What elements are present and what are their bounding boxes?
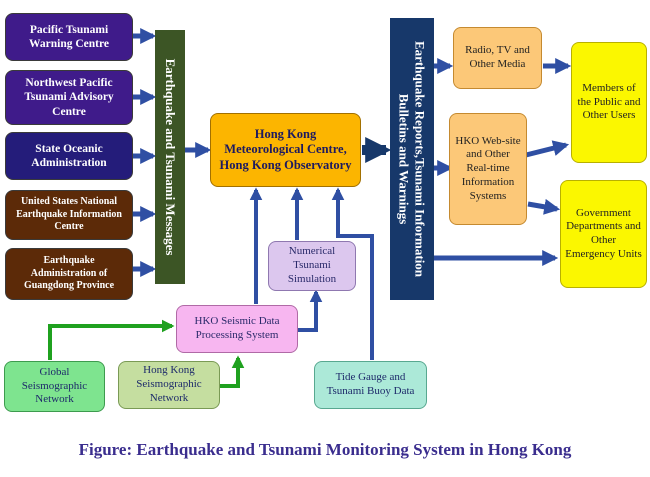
radio-tv-other-media-label: Radio, TV and Other Media: [465, 44, 530, 70]
tide-gauge-tsunami-buoy-data: Tide Gauge and Tsunami Buoy Data: [314, 361, 427, 409]
reports-line-1: Earthquake Reports,Tsunami Information: [412, 40, 428, 278]
government-emergency-units: Government Departments and Other Emergen…: [560, 180, 647, 288]
arrow-seismic-to-numerical: [298, 289, 323, 332]
earthquake-administration-guangdong-label: Earthquake Administration of Guangdong P…: [23, 255, 115, 292]
pacific-tsunami-warning-centre: Pacific Tsunami Warning Centre: [5, 13, 133, 61]
numerical-tsunami-simulation-label: Numerical Tsunami Simulation: [287, 245, 337, 285]
reports-line-2: Bulletins and Warnings: [397, 93, 412, 225]
northwest-pacific-tsunami-advisory-centre: Northwest Pacific Tsunami Advisory Centr…: [5, 70, 133, 125]
hong-kong-seismographic-network-label: Hong Kong Seismographic Network: [136, 364, 202, 404]
hong-kong-seismographic-network: Hong Kong Seismographic Network: [118, 361, 220, 409]
arrow-global-to-seismic: [48, 319, 175, 360]
reports-bulletins-warnings-label: Earthquake Reports,Tsunami Information B…: [396, 40, 428, 278]
arrow-hk-to-seismic: [220, 355, 245, 388]
government-emergency-units-label: Government Departments and Other Emergen…: [565, 206, 642, 260]
us-national-earthquake-information-centre: United States National Earthquake Inform…: [5, 190, 133, 240]
arrow-tide-to-centre: [331, 187, 374, 360]
hong-kong-observatory-centre-label: Hong Kong Meteorological Centre, Hong Ko…: [219, 126, 352, 172]
members-of-the-public: Members of the Public and Other Users: [571, 42, 647, 163]
earthquake-administration-guangdong: Earthquake Administration of Guangdong P…: [5, 248, 133, 300]
global-seismographic-network-label: Global Seismographic Network: [21, 365, 88, 406]
hko-website-information-systems-label: HKO Web-site and Other Real-time Informa…: [455, 134, 521, 202]
northwest-pacific-tsunami-advisory-centre-label: Northwest Pacific Tsunami Advisory Centr…: [24, 76, 114, 118]
state-oceanic-administration-label: State Oceanic Administration: [31, 142, 107, 169]
numerical-tsunami-simulation: Numerical Tsunami Simulation: [268, 241, 356, 291]
us-national-earthquake-information-centre-label: United States National Earthquake Inform…: [16, 196, 122, 233]
hko-seismic-data-processing-system: HKO Seismic Data Processing System: [176, 305, 298, 353]
arrow-web-to-gov: [527, 198, 561, 215]
members-of-the-public-label: Members of the Public and Other Users: [577, 81, 641, 122]
hko-website-information-systems: HKO Web-site and Other Real-time Informa…: [449, 113, 527, 225]
radio-tv-other-media: Radio, TV and Other Media: [453, 27, 542, 89]
earthquake-tsunami-messages-label: Earthquake and Tsunami Messages: [163, 58, 178, 256]
hong-kong-observatory-centre: Hong Kong Meteorological Centre, Hong Ko…: [210, 113, 361, 187]
pacific-tsunami-warning-centre-label: Pacific Tsunami Warning Centre: [29, 23, 109, 50]
tide-gauge-tsunami-buoy-data-label: Tide Gauge and Tsunami Buoy Data: [326, 371, 415, 397]
reports-bulletins-warnings-bar: Earthquake Reports,Tsunami Information B…: [390, 18, 434, 300]
arrow-web-to-public: [525, 140, 570, 158]
hko-seismic-data-processing-system-label: HKO Seismic Data Processing System: [194, 315, 280, 341]
earthquake-tsunami-messages-bar: Earthquake and Tsunami Messages: [155, 30, 185, 284]
global-seismographic-network: Global Seismographic Network: [4, 361, 105, 412]
figure-caption: Figure: Earthquake and Tsunami Monitorin…: [78, 440, 572, 459]
state-oceanic-administration: State Oceanic Administration: [5, 132, 133, 180]
